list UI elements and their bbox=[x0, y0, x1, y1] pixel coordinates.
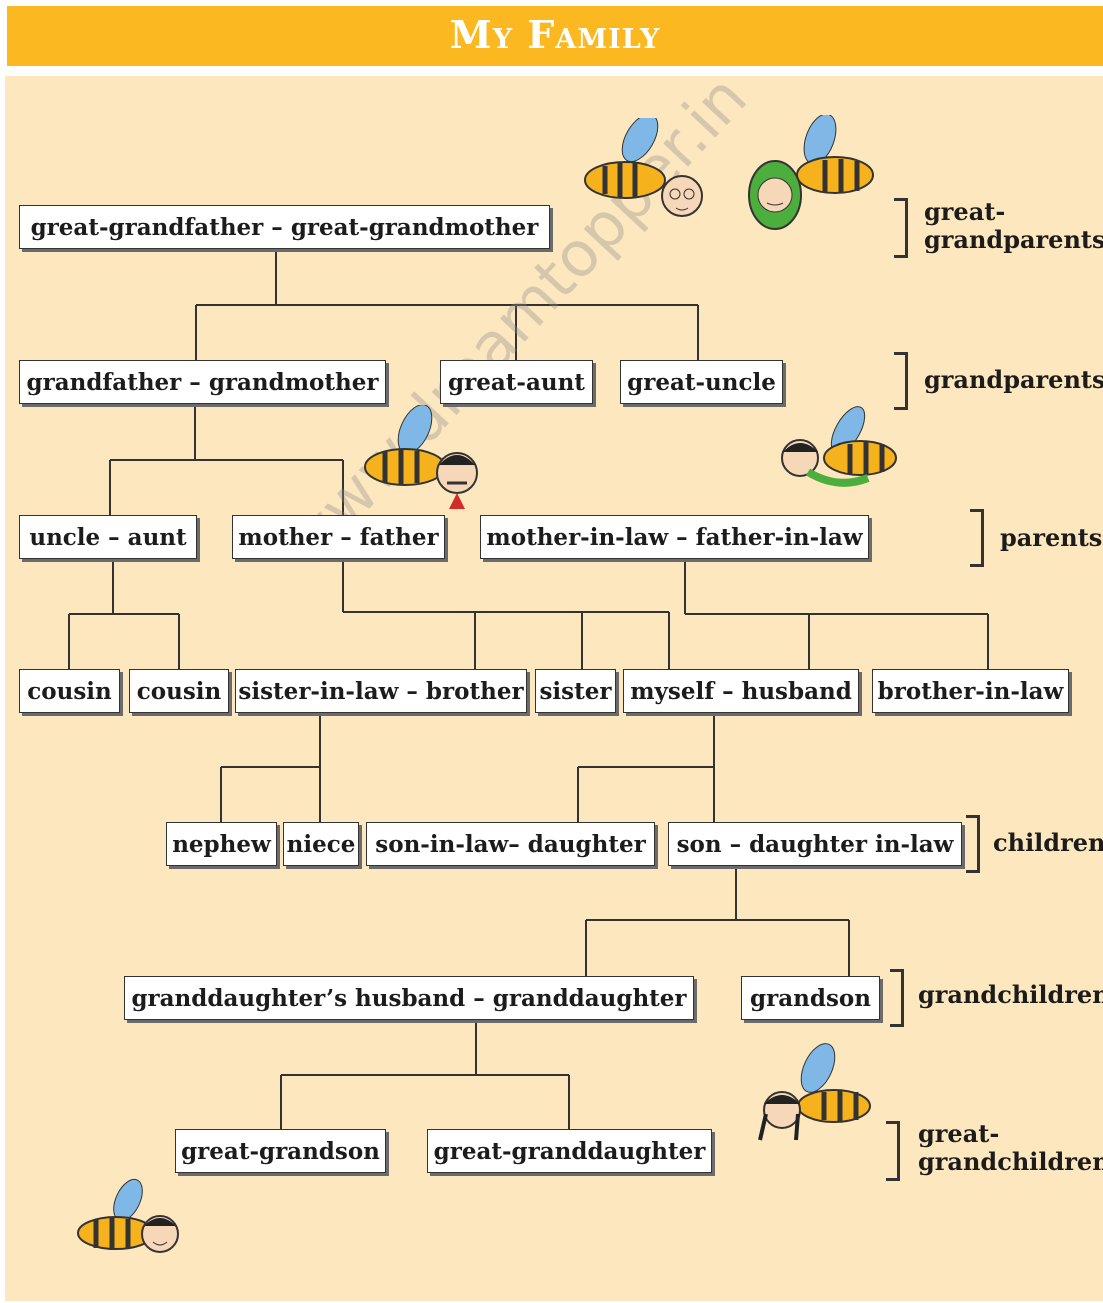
bracket-parents bbox=[970, 509, 984, 567]
node-great-granddaughter: great-granddaughter bbox=[427, 1129, 712, 1173]
node-great-uncle: great-uncle bbox=[620, 360, 783, 404]
node-grandson: grandson bbox=[741, 976, 880, 1020]
label-great-grandchildren-line2: grandchildren bbox=[918, 1147, 1103, 1176]
bee-father-icon bbox=[364, 405, 478, 509]
node-great-aunt: great-aunt bbox=[440, 360, 593, 404]
node-mother-father: mother – father bbox=[232, 515, 445, 559]
node-great-grandson: great-grandson bbox=[175, 1129, 386, 1173]
label-great-grandparents: great- grandparents bbox=[924, 198, 1103, 254]
bracket-great-grandparents bbox=[894, 198, 908, 258]
bee-girl-icon bbox=[758, 1043, 871, 1141]
bracket-children bbox=[966, 815, 980, 873]
page-title: My Family bbox=[449, 12, 661, 57]
label-great-grandchildren: great- grandchildren bbox=[918, 1120, 1103, 1176]
label-grandparents: grandparents bbox=[924, 365, 1103, 394]
node-brother-in-law: brother-in-law bbox=[872, 669, 1069, 713]
label-great-grandparents-line2: grandparents bbox=[924, 225, 1103, 254]
node-in-laws: mother-in-law – father-in-law bbox=[480, 515, 869, 559]
node-cousin-1: cousin bbox=[19, 669, 120, 713]
node-sister: sister bbox=[535, 669, 616, 713]
bracket-great-grandchildren bbox=[886, 1121, 900, 1181]
label-grandchildren: grandchildren bbox=[918, 980, 1103, 1009]
node-niece: niece bbox=[283, 822, 359, 866]
bee-child-icon bbox=[77, 1178, 179, 1253]
bee-grandmother-icon bbox=[748, 115, 874, 230]
label-children: children bbox=[993, 828, 1103, 857]
node-son-daughter-in-law: son – daughter in-law bbox=[668, 822, 962, 866]
bracket-grandchildren bbox=[890, 969, 904, 1027]
node-uncle-aunt: uncle – aunt bbox=[19, 515, 197, 559]
node-sister-in-law-brother: sister-in-law – brother bbox=[235, 669, 527, 713]
node-son-in-law-daughter: son-in-law– daughter bbox=[366, 822, 655, 866]
node-cousin-2: cousin bbox=[129, 669, 229, 713]
node-great-grandparents: great-grandfather – great-grandmother bbox=[19, 205, 550, 249]
bee-grandfather-icon bbox=[584, 118, 703, 217]
label-great-grandchildren-line1: great- bbox=[918, 1119, 1000, 1148]
label-parents: parents bbox=[1000, 523, 1103, 552]
node-nephew: nephew bbox=[166, 822, 277, 866]
node-myself-husband: myself – husband bbox=[623, 669, 859, 713]
node-granddaughter-husband: granddaughter’s husband – granddaughter bbox=[124, 976, 694, 1020]
node-grandparents: grandfather – grandmother bbox=[19, 360, 386, 404]
bee-mother-icon bbox=[781, 406, 897, 487]
title-banner: My Family bbox=[7, 6, 1103, 66]
bracket-grandparents bbox=[894, 352, 908, 410]
label-great-grandparents-line1: great- bbox=[924, 197, 1006, 226]
